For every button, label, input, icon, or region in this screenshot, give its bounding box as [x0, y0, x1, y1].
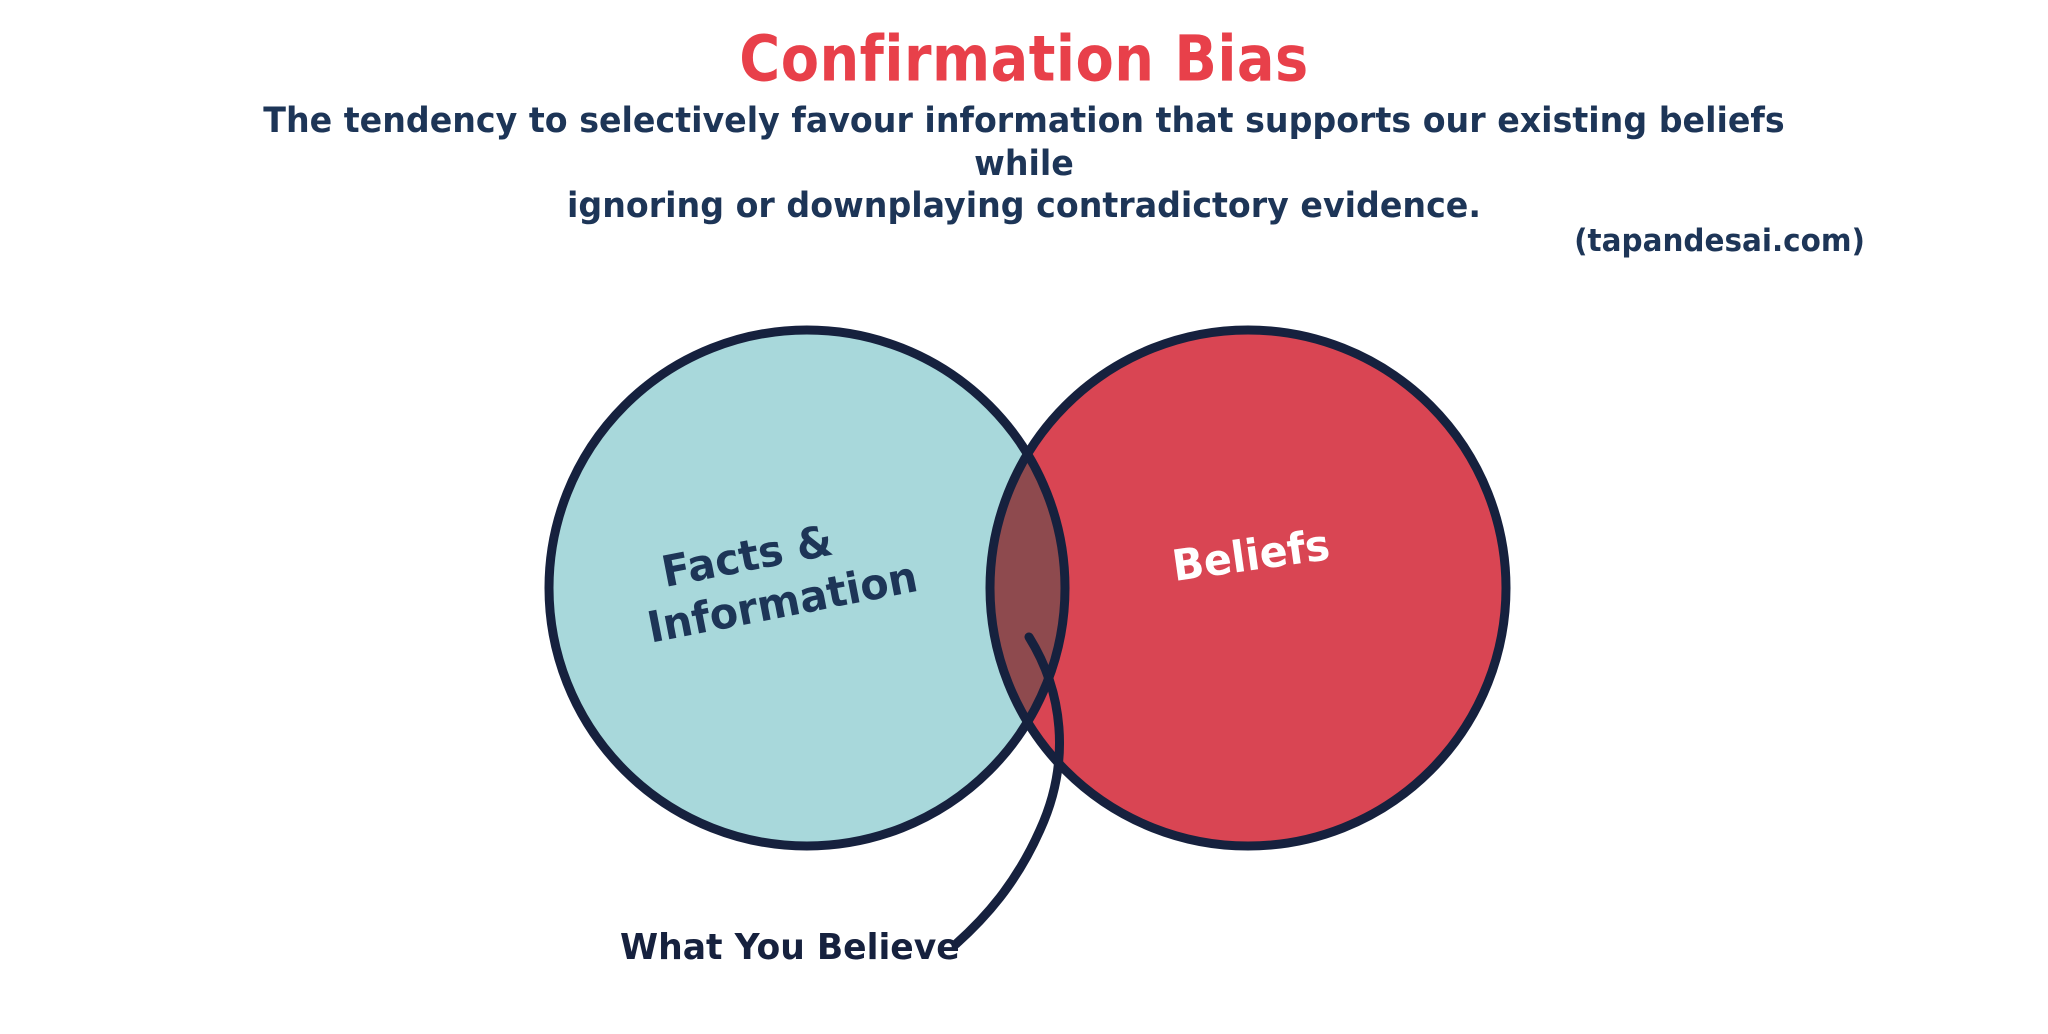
subtitle-line-1: The tendency to selectively favour infor… [263, 101, 1785, 184]
left-circle-fill [549, 330, 1065, 846]
callout-pointer-line [951, 632, 1064, 949]
subtitle: The tendency to selectively favour infor… [245, 86, 1803, 228]
attribution-source: (tapandesai.com) [1574, 223, 1865, 259]
right-circle-outline [985, 325, 1511, 851]
page-title: Confirmation Bias [739, 22, 1309, 97]
subtitle-line-2: ignoring or downplaying contradictory ev… [567, 186, 1481, 227]
header: Confirmation Bias The tendency to select… [0, 0, 2048, 228]
left-circle-outline [544, 325, 1070, 851]
right-circle-fill [990, 330, 1506, 846]
intersection-callout-label: What You Believe [620, 927, 960, 968]
